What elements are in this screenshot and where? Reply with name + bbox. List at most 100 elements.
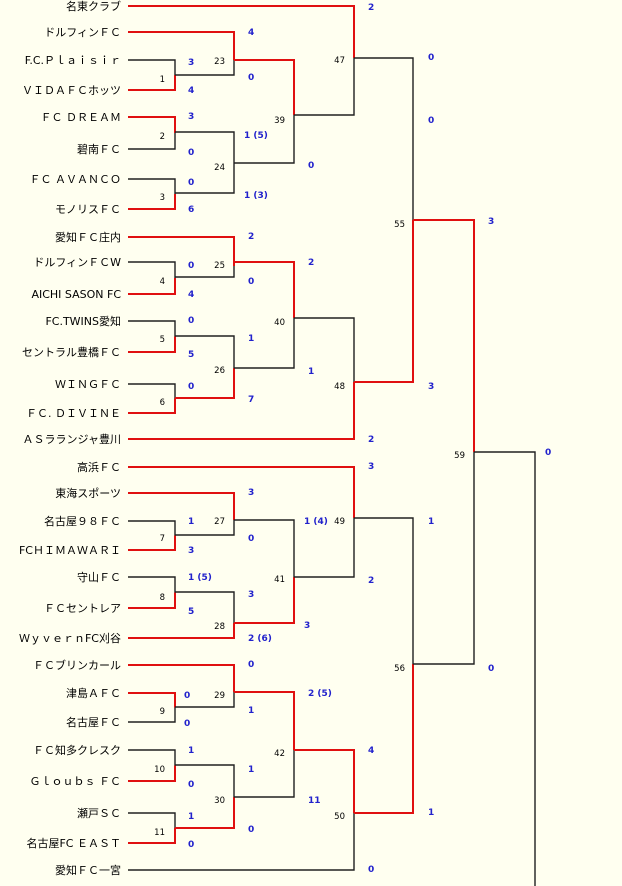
bracket-line [234,59,295,115]
team-name: 愛知ＦＣ庄内 [55,230,121,244]
bracket-line [128,261,176,278]
score-label: 1 [188,517,194,527]
bracket-line [175,692,235,708]
bracket-line [128,535,176,551]
match-number: 27 [214,517,225,527]
score-label: 1 [248,334,254,344]
team-name: 名東クラブ [66,0,121,13]
match-number: 50 [334,812,345,822]
score-label: 1 [188,746,194,756]
bracket-line [128,382,355,440]
bracket-line [175,335,235,368]
score-label: 0 [184,691,190,701]
bracket-line [128,278,176,295]
bracket-line [128,576,176,593]
bracket-line [294,317,355,382]
team-name: ＦＣ知多クレスク [33,743,121,757]
match-number: 7 [160,534,165,544]
bracket-line [128,194,176,210]
team-name: FCＨＩＭＡＷＡＲＩ [19,544,121,557]
score-label: 0 [188,316,194,326]
score-label: 3 [248,590,254,600]
team-name: ＡＳラランジャ豊川 [23,433,121,446]
bracket-line [175,764,235,797]
score-label: 0 [248,660,254,670]
bracket-line [234,115,295,164]
bracket-line [128,492,235,520]
bracket-line [413,452,475,665]
bracket-line [234,519,295,577]
score-label: 1 [308,367,314,377]
team-name: ドルフィンＦＣ [44,26,121,39]
bracket-line [128,59,176,75]
score-label: 4 [188,290,194,300]
bracket-line [128,765,176,782]
bracket-line [128,664,235,692]
score-label: 0 [184,719,190,729]
score-label: 1 (3) [244,191,268,201]
score-label: 2 [368,576,374,586]
match-number: 41 [274,575,285,585]
match-number: 28 [214,622,225,632]
team-name: ＦＣセントレア [44,602,121,615]
team-name: 名古屋９８ＦＣ [44,514,121,528]
match-number: 4 [160,277,165,287]
bracket-line [128,592,176,609]
score-label: 1 [248,706,254,716]
bracket-line [128,749,176,766]
bracket-line [128,31,235,60]
score-label: 0 [188,840,194,850]
score-label: 7 [248,395,254,405]
score-label: 3 [488,217,494,227]
team-name: 名古屋ＦＣ [66,715,121,729]
match-number: 47 [334,56,345,66]
team-name: ＦＣ ＤＲＥＡＭ [41,111,122,124]
bracket-line [128,812,176,828]
bracket-line [294,518,355,578]
team-name: 愛知ＦＣ一宮 [55,863,121,877]
bracket-line [354,664,414,814]
bracket-line [128,178,176,194]
score-label: 0 [545,448,551,458]
team-name: 守山ＦＣ [77,570,121,584]
bracket-line [128,398,176,414]
bracket-line [128,520,176,536]
match-number: 48 [334,382,345,392]
score-label: 0 [368,865,374,875]
bracket-line [234,691,295,750]
team-name: 瀬戸ＳＣ [77,806,121,820]
match-number: 55 [394,220,405,230]
score-label: 1 (5) [188,573,212,583]
bracket-line [175,368,235,399]
score-label: 0 [188,178,194,188]
match-number: 59 [454,451,465,461]
score-label: 2 [308,258,314,268]
score-label: 0 [248,825,254,835]
team-name: F.C.Ｐｌａｉｓｉｒ [25,54,121,67]
bracket-line [128,692,176,708]
score-label: 3 [188,58,194,68]
score-label: 1 [428,517,434,527]
score-label: 0 [428,53,434,63]
score-label: 4 [368,746,374,756]
match-number: 29 [214,691,225,701]
team-name: 東海スポーツ [55,486,121,500]
match-number: 26 [214,366,225,376]
bracket-line [234,261,295,318]
score-label: 5 [188,607,194,617]
match-number: 8 [160,593,165,603]
team-name: Ｇｌｏｕｂｓ ＦＣ [30,775,122,788]
bracket-line [128,383,176,399]
score-label: 3 [304,621,310,631]
team-name: 津島ＡＦＣ [66,686,121,700]
score-label: 3 [368,462,374,472]
score-label: 4 [248,28,254,38]
match-number: 10 [154,765,165,775]
score-label: 0 [488,664,494,674]
bracket-line [128,707,176,723]
match-number: 11 [154,828,165,838]
score-label: 0 [188,261,194,271]
match-number: 23 [214,57,225,67]
match-number: 24 [214,163,225,173]
